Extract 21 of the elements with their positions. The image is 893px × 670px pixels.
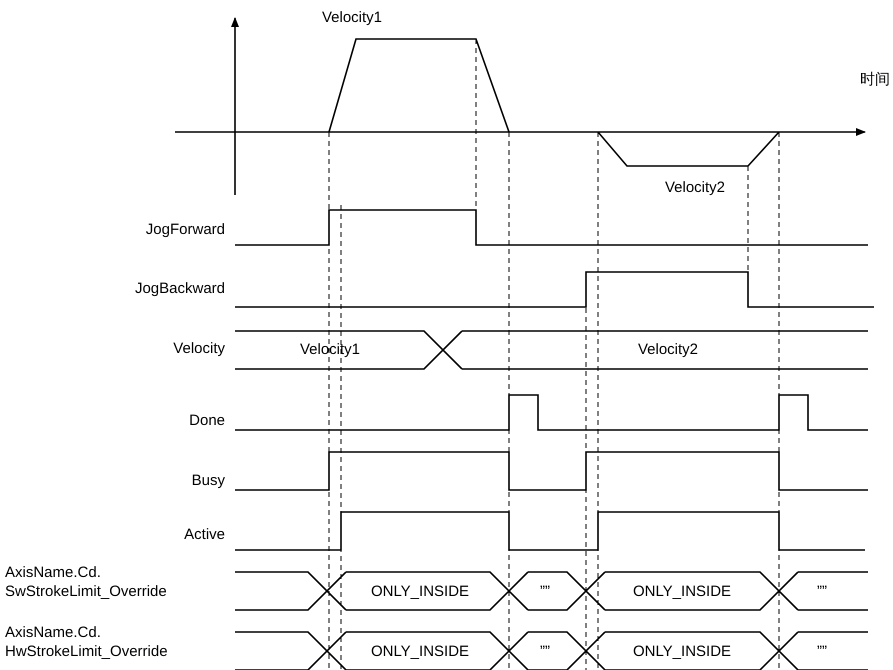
signal-name: AxisName.Cd. HwStrokeLimit_Override — [5, 623, 169, 661]
curve-label: Velocity2 — [664, 179, 726, 197]
bus-value: ONLY_INSIDE — [370, 643, 470, 661]
signal-name: Active — [184, 526, 225, 544]
bus-value: ONLY_INSIDE — [370, 583, 470, 601]
bus-value: ONLY_INSIDE — [632, 583, 732, 601]
curve-label: Velocity1 — [322, 9, 382, 27]
bus-value: ”” — [540, 583, 550, 601]
signal-name: Done — [189, 412, 225, 430]
bus-value: ”” — [540, 643, 550, 661]
signal-name: JogBackward — [134, 280, 225, 298]
signal-name: Velocity — [173, 340, 225, 358]
bus-value: Velocity1 — [300, 341, 360, 359]
signal-name: JogForward — [146, 221, 225, 239]
signal-name: Busy — [192, 472, 225, 490]
bus-value: ”” — [817, 583, 827, 601]
time-axis-label: 时间 — [860, 71, 890, 89]
bus-value: ONLY_INSIDE — [632, 643, 732, 661]
bus-value: Velocity2 — [638, 341, 698, 359]
signal-name: AxisName.Cd. SwStrokeLimit_Override — [5, 563, 168, 601]
bus-value: ”” — [817, 643, 827, 661]
